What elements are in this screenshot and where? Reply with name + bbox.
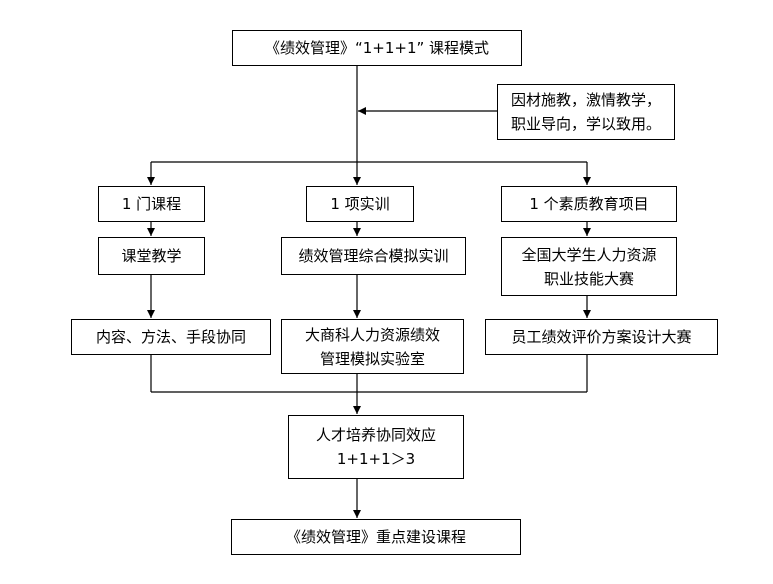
- course-step2-text: 内容、方法、手段协同: [95, 328, 246, 346]
- quality-step1-line-1: 全国大学生人力资源: [521, 245, 657, 264]
- principle-line-1: 因材施教，激情教学，: [510, 91, 661, 109]
- course-head-text: 1 门课程: [121, 195, 182, 213]
- top-box: 《绩效管理》“1+1+1” 课程模式: [232, 30, 522, 66]
- training-step2-line-2: 管理模拟实验室: [319, 349, 425, 368]
- quality-head-box: 1 个素质教育项目: [501, 186, 677, 222]
- synergy-line-1: 人才培养协同效应: [315, 426, 436, 444]
- principle-line-2: 职业导向，学以致用。: [510, 115, 661, 133]
- synergy-box: 人才培养协同效应 1+1+1＞3: [288, 415, 464, 479]
- quality-step2-text: 员工绩效评价方案设计大赛: [511, 328, 692, 346]
- training-head-text: 1 项实训: [330, 195, 390, 213]
- quality-step1-line-2: 职业技能大赛: [543, 269, 634, 288]
- training-step1-box: 绩效管理综合模拟实训: [281, 237, 466, 275]
- quality-head-text: 1 个素质教育项目: [529, 195, 649, 213]
- training-step2-box: 大商科人力资源绩效 管理模拟实验室: [281, 319, 464, 374]
- training-step1-text: 绩效管理综合模拟实训: [298, 247, 449, 265]
- quality-step2-box: 员工绩效评价方案设计大赛: [485, 319, 718, 355]
- course-step1-text: 课堂教学: [121, 247, 182, 265]
- quality-step1-box: 全国大学生人力资源 职业技能大赛: [501, 237, 677, 296]
- training-step2-line-1: 大商科人力资源绩效: [304, 325, 440, 344]
- synergy-line-2: 1+1+1＞3: [336, 450, 416, 468]
- course-head-box: 1 门课程: [98, 186, 205, 222]
- course-step1-box: 课堂教学: [98, 237, 205, 275]
- top-box-text: 《绩效管理》“1+1+1” 课程模式: [264, 39, 490, 57]
- result-box: 《绩效管理》重点建设课程: [231, 519, 521, 555]
- principle-box: 因材施教，激情教学， 职业导向，学以致用。: [497, 84, 675, 140]
- training-head-box: 1 项实训: [306, 186, 414, 222]
- result-text: 《绩效管理》重点建设课程: [285, 528, 466, 546]
- course-step2-box: 内容、方法、手段协同: [71, 319, 271, 355]
